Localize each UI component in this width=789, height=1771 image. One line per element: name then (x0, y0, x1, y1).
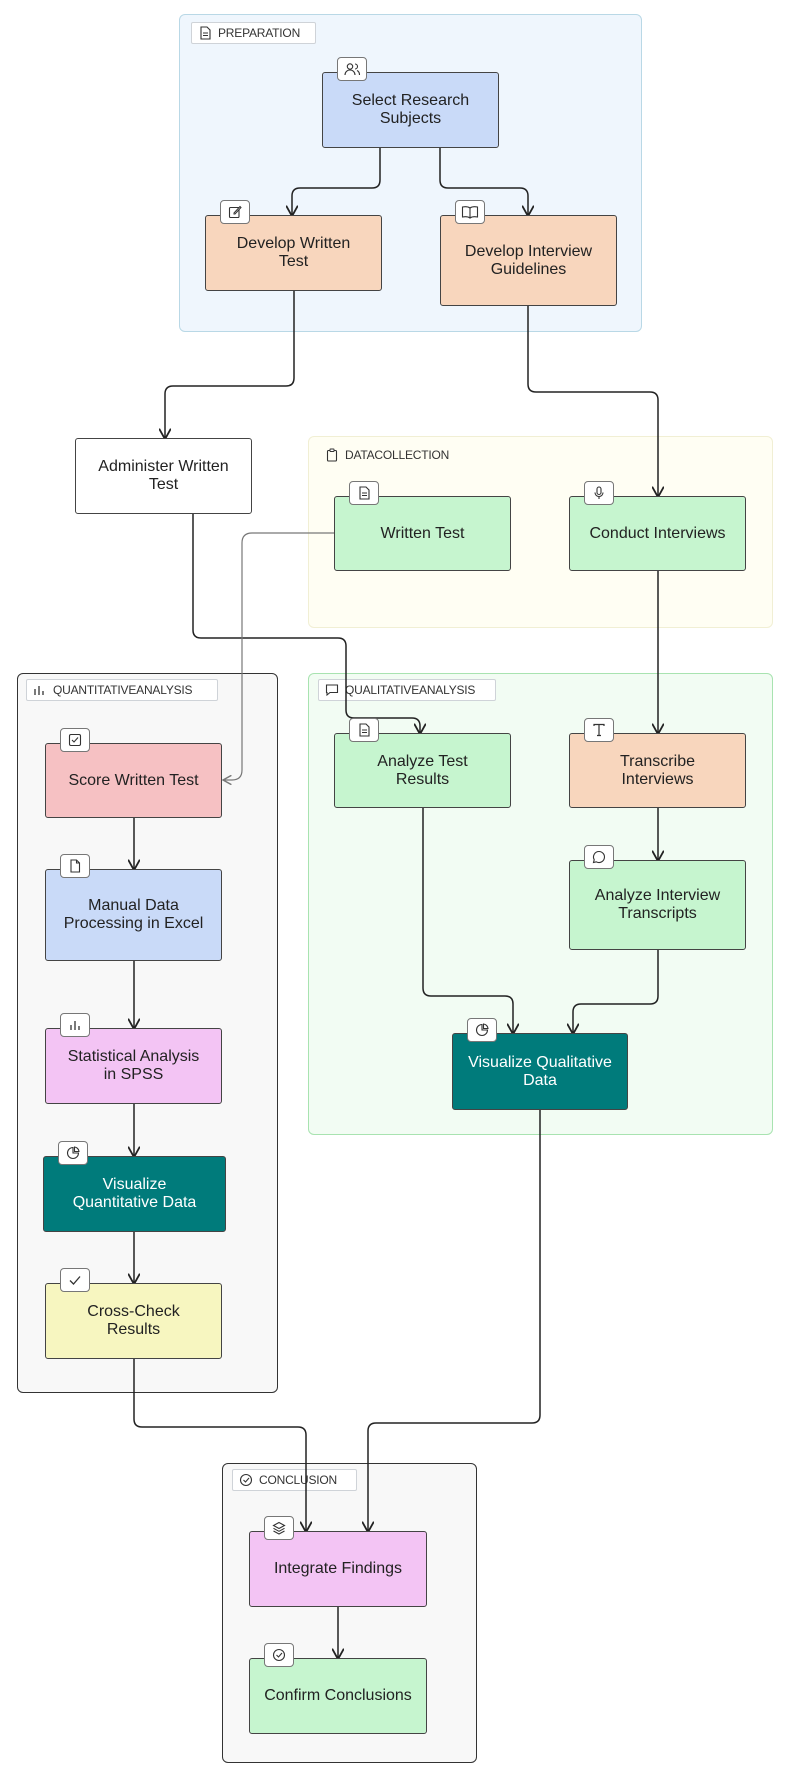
node-written-test[interactable]: Written Test (334, 496, 511, 571)
node-develop-written-test[interactable]: Develop Written Test (205, 215, 382, 291)
group-label-preparation: PREPARATION (191, 22, 316, 44)
node-conduct-interviews[interactable]: Conduct Interviews (569, 496, 746, 571)
document-icon (200, 26, 211, 40)
check-circle-icon (264, 1643, 294, 1667)
file-text-icon (349, 718, 379, 742)
edge-develop-test-to-administer (165, 291, 295, 438)
node-analyze-test-results-label: Analyze Test Results (377, 752, 468, 788)
checkbox-icon (60, 728, 90, 752)
node-manual-data-processing[interactable]: Manual Data Processing in Excel (45, 869, 222, 961)
edge-crosscheck-to-integrate (133, 1359, 306, 1531)
node-integrate-findings[interactable]: Integrate Findings (249, 1531, 427, 1607)
node-conduct-interviews-label: Conduct Interviews (589, 524, 726, 542)
file-icon (60, 854, 90, 878)
chat-bubble-icon (325, 684, 339, 697)
node-select-research-subjects[interactable]: Select Research Subjects (322, 72, 499, 148)
edge-select-to-develop-test (292, 148, 381, 215)
group-label-quantitative-analysis-text: QUANTITATIVEANALYSIS (53, 683, 193, 697)
node-develop-interview-guidelines[interactable]: Develop Interview Guidelines (440, 215, 617, 306)
node-visualize-qualitative-label: Visualize Qualitative Data (468, 1053, 612, 1089)
group-label-qualitative-analysis-text: QUALITATIVEANALYSIS (345, 683, 476, 697)
node-cross-check-results-label: Cross-Check Results (87, 1303, 180, 1338)
message-circle-icon (584, 845, 614, 869)
group-label-conclusion: CONCLUSION (232, 1469, 357, 1491)
edge-guidelines-to-conduct (527, 306, 658, 496)
node-analyze-interview-transcripts-label: Analyze Interview Transcripts (594, 887, 721, 922)
node-confirm-conclusions-label: Confirm Conclusions (264, 1687, 412, 1704)
node-visualize-quantitative[interactable]: Visualize Quantitative Data (43, 1156, 226, 1232)
node-statistical-analysis[interactable]: Statistical Analysis in SPSS (45, 1028, 222, 1104)
node-visualize-qualitative[interactable]: Visualize Qualitative Data (452, 1033, 628, 1110)
node-analyze-test-results[interactable]: Analyze Test Results (334, 733, 511, 808)
pie-chart-icon (467, 1018, 497, 1042)
group-label-conclusion-text: CONCLUSION (259, 1473, 338, 1487)
microphone-icon (584, 481, 614, 505)
node-administer-written-test[interactable]: Administer Written Test (75, 438, 252, 514)
node-written-test-label: Written Test (380, 524, 465, 542)
node-cross-check-results[interactable]: Cross-Check Results (45, 1283, 222, 1359)
node-score-written-test-label: Score Written Test (68, 771, 199, 789)
node-select-research-subjects-label: Select Research Subjects (351, 92, 470, 127)
edge-visualize-qual-to-integrate (368, 1110, 541, 1531)
node-statistical-analysis-label: Statistical Analysis in SPSS (67, 1048, 200, 1083)
bar-chart-icon (34, 686, 44, 695)
edit-icon (220, 200, 250, 224)
group-label-qualitative-analysis: QUALITATIVEANALYSIS (318, 679, 496, 701)
node-transcribe-interviews-label: Transcribe Interviews (620, 752, 695, 788)
node-manual-data-processing-label: Manual Data Processing in Excel (63, 897, 204, 932)
node-integrate-findings-label: Integrate Findings (273, 1560, 403, 1577)
node-develop-interview-guidelines-label: Develop Interview Guidelines (464, 242, 593, 278)
node-score-written-test[interactable]: Score Written Test (45, 743, 222, 818)
node-visualize-quantitative-label: Visualize Quantitative Data (72, 1176, 197, 1211)
file-text-icon (349, 481, 379, 505)
check-icon (60, 1268, 90, 1292)
group-label-data-collection-text: DATACOLLECTION (345, 448, 450, 462)
group-label-quantitative-analysis: QUANTITATIVEANALYSIS (26, 679, 218, 701)
edge-analyze-transcripts-to-visualize (573, 950, 659, 1033)
book-icon (455, 200, 485, 224)
bar-chart-icon (60, 1013, 90, 1037)
group-label-preparation-text: PREPARATION (218, 26, 301, 40)
edge-analyze-results-to-visualize (422, 808, 513, 1033)
node-analyze-interview-transcripts[interactable]: Analyze Interview Transcripts (569, 860, 746, 950)
layers-icon (264, 1516, 294, 1540)
node-develop-written-test-label: Develop Written Test (236, 235, 351, 270)
edge-written-test-to-score (224, 532, 334, 780)
group-label-data-collection: DATACOLLECTION (318, 444, 468, 466)
check-circle-icon (239, 1473, 253, 1487)
clipboard-icon (326, 448, 338, 462)
pie-chart-icon (58, 1141, 88, 1165)
edge-administer-to-analyze-results (192, 514, 420, 733)
node-confirm-conclusions[interactable]: Confirm Conclusions (249, 1658, 427, 1734)
users-icon (337, 57, 367, 81)
edge-select-to-develop-guidelines (439, 148, 528, 215)
node-administer-written-test-label: Administer Written Test (98, 458, 229, 493)
type-icon (584, 718, 614, 742)
node-transcribe-interviews[interactable]: Transcribe Interviews (569, 733, 746, 808)
